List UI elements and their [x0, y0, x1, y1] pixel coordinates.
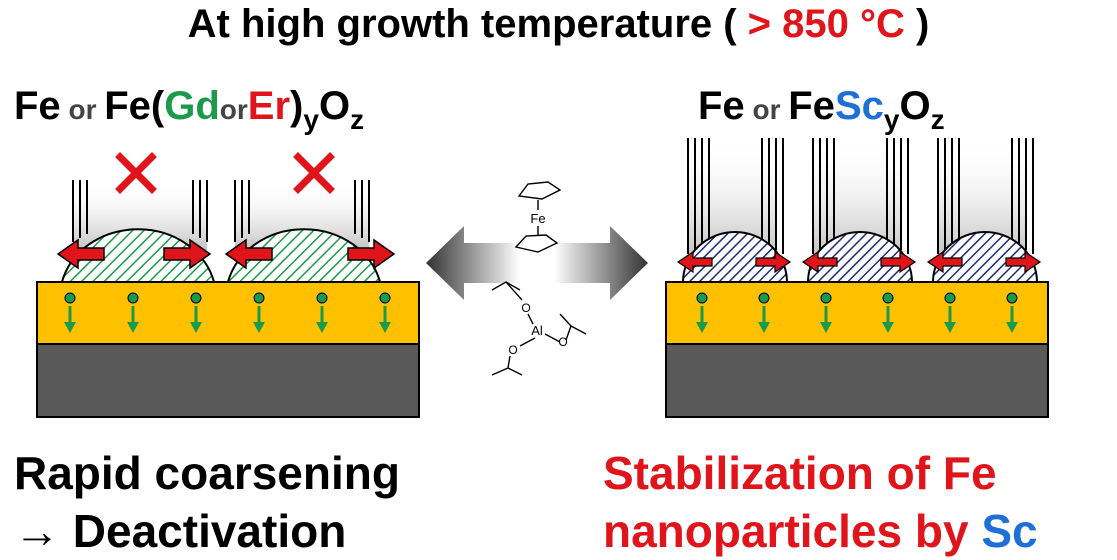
- outward-arrows: [676, 250, 1042, 274]
- right-catalyst-label: Fe or FeScyOz: [698, 84, 945, 134]
- label-sub-z: z: [350, 104, 365, 135]
- oxide-support-layer: [665, 281, 1049, 345]
- alkoxide-o-label: O: [508, 343, 517, 357]
- left-arrow-icon: [56, 238, 105, 270]
- page-title: At high growth temperature ( > 850 °C ): [0, 4, 1117, 44]
- label-er: Er: [247, 84, 291, 128]
- title-prefix: At high growth temperature (: [187, 2, 748, 46]
- left-arrow-icon: [926, 250, 963, 274]
- label-fe: Fe: [14, 84, 61, 128]
- ferrocene-icon: [514, 181, 562, 253]
- label-o: O: [318, 84, 351, 128]
- left-arrow-icon: [676, 250, 713, 274]
- left-caption: Rapid coarsening → Deactivation: [14, 444, 400, 560]
- left-arrow-icon: [801, 250, 838, 274]
- left-catalyst-label: Fe or Fe(GdorEr)yOz: [14, 84, 364, 134]
- label-fe-open: Fe(: [104, 84, 165, 128]
- right-arrow-icon: [347, 238, 396, 270]
- label-gd: Gd: [164, 84, 220, 128]
- aluminum-isopropoxide-icon: [491, 281, 587, 376]
- subsurface-diffusion: [64, 292, 391, 333]
- left-panel: [36, 152, 420, 418]
- oxide-support-layer: [36, 281, 420, 345]
- double-arrow-right-icon: [554, 226, 648, 300]
- left-arrow-icon: [224, 238, 273, 270]
- label-close-paren: ): [290, 84, 304, 128]
- blocked-x-icon: [293, 152, 335, 194]
- label-sub-y: y: [303, 104, 319, 135]
- alkoxide-o-label: O: [521, 301, 530, 315]
- label-or: or: [744, 94, 789, 125]
- caption-sc-text: Sc: [981, 505, 1038, 557]
- label-or: or: [60, 94, 105, 125]
- right-caption: Stabilization of Fe nanoparticles by Sc: [603, 444, 1038, 560]
- ferrocene-fe-label: Fe: [530, 211, 545, 226]
- caption-line-deactivation: → Deactivation: [14, 505, 347, 557]
- label-sub-z: z: [930, 104, 945, 135]
- right-arrow-icon: [755, 250, 792, 274]
- substrate-layer: [665, 343, 1049, 418]
- carbon-flux-lines: [72, 180, 370, 242]
- blocked-x-icon: [115, 152, 157, 194]
- double-arrow-left-icon: [426, 226, 520, 300]
- right-arrow-icon: [1005, 250, 1042, 274]
- substrate-layer: [36, 343, 420, 418]
- caption-nanoparticles-text: nanoparticles by: [603, 505, 982, 557]
- caption-line-stabilization: Stabilization of Fe: [603, 447, 997, 499]
- title-temperature: > 850 °C: [747, 2, 905, 46]
- alkoxide-o-label: O: [558, 335, 567, 349]
- label-or-2: or: [219, 94, 248, 125]
- caption-line-coarsening: Rapid coarsening: [14, 447, 400, 499]
- alkoxide-al-label: Al: [531, 323, 543, 338]
- right-panel: [665, 138, 1049, 418]
- title-suffix: ): [904, 2, 930, 46]
- caption-line-nanoparticles: nanoparticles by Sc: [603, 502, 1038, 560]
- label-sc: Sc: [834, 84, 884, 128]
- right-arrow-icon: [163, 238, 212, 270]
- label-sub-y: y: [883, 104, 900, 135]
- right-arrow-icon: [880, 250, 917, 274]
- label-fe: Fe: [698, 84, 745, 128]
- outward-arrows: [56, 238, 396, 270]
- label-o: O: [899, 84, 931, 128]
- subsurface-diffusion: [696, 292, 1018, 333]
- label-fe-2: Fe: [788, 84, 835, 128]
- carbon-flux-lines: [687, 138, 1034, 254]
- precursor-center: Fe O Al O O: [426, 181, 648, 376]
